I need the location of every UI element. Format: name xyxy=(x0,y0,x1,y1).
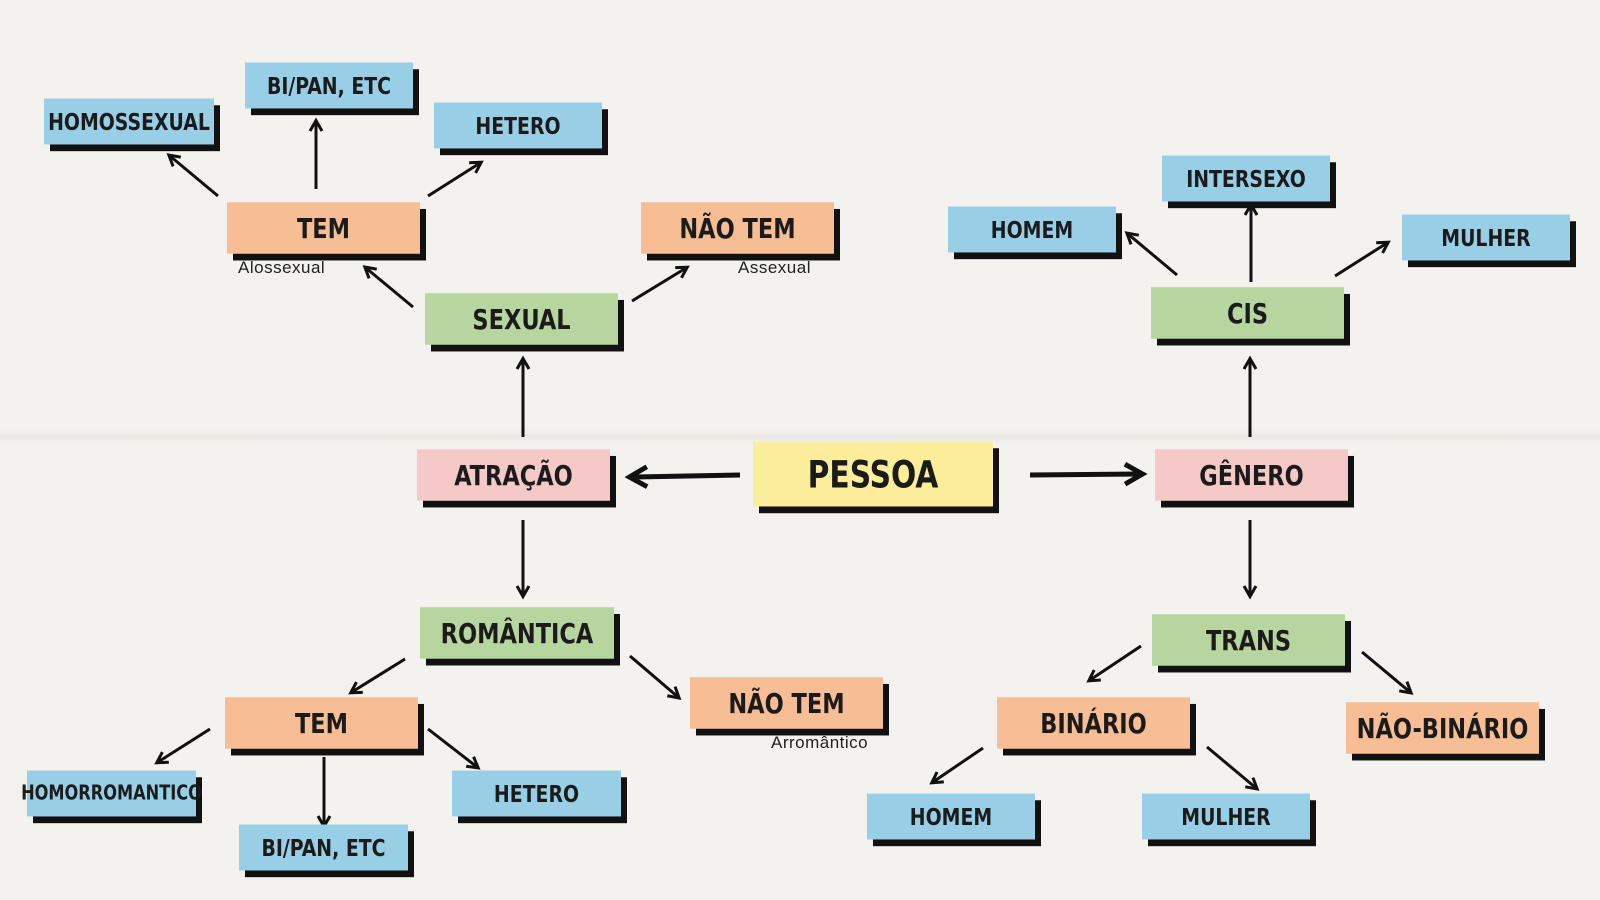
node-romantica-tem: TEM xyxy=(225,697,418,749)
node-trans: TRANS xyxy=(1152,614,1345,666)
node-homossexual: HOMOSSEXUAL xyxy=(44,98,214,145)
arrow-tem-homossexual xyxy=(166,153,219,198)
node-label: ROMÂNTICA xyxy=(440,616,594,650)
arrow-rtem-homorromantico xyxy=(154,727,211,765)
node-label: NÃO TEM xyxy=(728,686,845,720)
arrow-pessoa-atracao xyxy=(624,464,741,489)
node-label: MULHER xyxy=(1181,803,1271,830)
node-binario: BINÁRIO xyxy=(997,697,1190,749)
arrow-romantica-tem xyxy=(348,657,406,695)
node-sexual-nao-tem: NÃO TEM xyxy=(641,202,834,254)
node-label: HOMEM xyxy=(990,216,1074,243)
arrow-trans-binario xyxy=(1086,644,1142,683)
note-alossexual: Alossexual xyxy=(238,258,326,277)
arrow-romantica-naotem xyxy=(629,654,682,700)
node-label: MULHER xyxy=(1441,224,1531,251)
node-label: ATRAÇÃO xyxy=(454,458,573,492)
node-label: HOMEM xyxy=(909,803,993,830)
arrow-binario-mulher xyxy=(1206,745,1260,791)
node-label: TEM xyxy=(294,706,349,740)
node-label: TEM xyxy=(296,211,351,245)
node-atracao: ATRAÇÃO xyxy=(417,449,610,501)
node-sexual-hetero: HETERO xyxy=(434,102,602,149)
arrow-cis-homem xyxy=(1124,231,1178,277)
node-sexual-bipan: BI/PAN, ETC xyxy=(245,62,413,109)
arrow-sexual-naotem xyxy=(631,265,690,303)
note-arromantico: Arromântico xyxy=(771,733,869,752)
node-romantica-bipan: BI/PAN, ETC xyxy=(239,824,408,871)
node-label: BI/PAN, ETC xyxy=(261,834,386,861)
arrow-pessoa-genero xyxy=(1029,461,1148,487)
node-genero: GÊNERO xyxy=(1155,449,1348,501)
node-romantica: ROMÂNTICA xyxy=(420,607,614,659)
node-romantica-nao-tem: NÃO TEM xyxy=(690,677,883,729)
node-label: HETERO xyxy=(493,780,580,807)
node-binario-homem: HOMEM xyxy=(867,793,1035,840)
arrow-tem-hetero xyxy=(427,160,484,198)
arrow-binario-homem xyxy=(929,746,984,785)
arrow-cis-mulher xyxy=(1334,240,1391,278)
node-cis-homem: HOMEM xyxy=(948,206,1116,253)
note-assexual: Assexual xyxy=(738,258,811,277)
node-label: BINÁRIO xyxy=(1040,706,1147,740)
node-label: GÊNERO xyxy=(1199,458,1304,492)
arrow-rtem-hetero xyxy=(427,727,481,770)
node-cis: CIS xyxy=(1151,287,1344,339)
arrow-trans-naobinario xyxy=(1361,650,1414,695)
node-pessoa: PESSOA xyxy=(753,441,993,507)
node-nao-binario: NÃO-BINÁRIO xyxy=(1346,702,1539,754)
node-label: HETERO xyxy=(475,112,561,139)
node-label: SEXUAL xyxy=(472,302,571,336)
node-label: CIS xyxy=(1226,296,1269,330)
node-cis-mulher: MULHER xyxy=(1402,214,1570,261)
node-label: PESSOA xyxy=(807,452,939,496)
node-binario-mulher: MULHER xyxy=(1142,793,1310,840)
node-label: HOMORROMANTICO xyxy=(21,781,202,806)
node-label: TRANS xyxy=(1205,623,1292,657)
node-label: BI/PAN, ETC xyxy=(266,72,392,99)
node-label: INTERSEXO xyxy=(1186,165,1306,192)
node-sexual: SEXUAL xyxy=(425,293,618,345)
node-intersexo: INTERSEXO xyxy=(1162,155,1330,202)
node-label: NÃO TEM xyxy=(679,211,796,245)
node-homorromantico: HOMORROMANTICO xyxy=(21,770,202,817)
arrow-sexual-tem xyxy=(362,265,414,309)
node-label: NÃO-BINÁRIO xyxy=(1356,711,1529,745)
paper-fold xyxy=(0,430,1600,444)
node-sexual-tem: TEM xyxy=(227,202,420,254)
node-romantica-hetero: HETERO xyxy=(452,770,621,817)
node-label: HOMOSSEXUAL xyxy=(48,108,210,135)
